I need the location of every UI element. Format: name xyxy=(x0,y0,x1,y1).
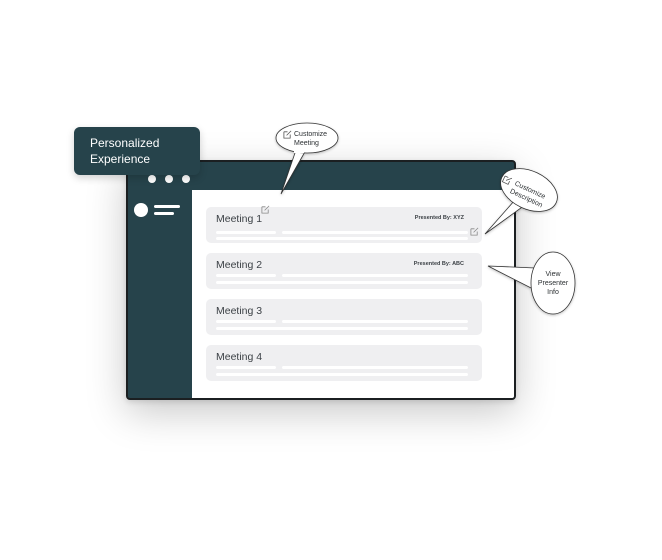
window-controls xyxy=(148,175,190,183)
app-window: Meeting 1 Presented By: XYZ Meeting 2 Pr… xyxy=(126,160,516,400)
window-dot[interactable] xyxy=(182,175,190,183)
meeting-title: Meeting 1 xyxy=(216,213,263,225)
meeting-list: Meeting 1 Presented By: XYZ Meeting 2 Pr… xyxy=(192,190,514,398)
window-dot[interactable] xyxy=(148,175,156,183)
meeting-card-1[interactable]: Meeting 1 Presented By: XYZ xyxy=(206,205,482,243)
description-line xyxy=(282,320,468,323)
callout-line: Meeting xyxy=(294,140,319,147)
sidebar-menu[interactable] xyxy=(134,203,180,217)
description-line xyxy=(282,366,468,369)
avatar xyxy=(134,203,148,217)
presenter-label[interactable]: Presented By: XYZ xyxy=(414,215,464,221)
edit-icon xyxy=(283,130,292,139)
edit-icon[interactable] xyxy=(470,227,479,236)
meeting-title: Meeting 4 xyxy=(216,351,263,363)
customize-meeting-callout xyxy=(275,122,339,195)
description-line xyxy=(216,281,468,284)
edit-icon[interactable] xyxy=(261,205,270,214)
meeting-card-4[interactable]: Meeting 4 xyxy=(206,345,482,381)
customize-description-callout xyxy=(484,168,558,235)
description-line xyxy=(216,237,468,240)
meeting-card-3[interactable]: Meeting 3 xyxy=(206,299,482,335)
presenter-label[interactable]: Presented By: ABC xyxy=(413,261,464,267)
window-dot[interactable] xyxy=(165,175,173,183)
description-line xyxy=(216,366,276,369)
callout-line: Presenter xyxy=(537,280,569,287)
description-line xyxy=(216,274,276,277)
meeting-card-2[interactable]: Meeting 2 Presented By: ABC xyxy=(206,253,482,289)
view-presenter-callout xyxy=(487,251,576,315)
badge-line: Personalized xyxy=(90,136,160,150)
description-line xyxy=(216,231,276,234)
edit-icon xyxy=(501,175,513,185)
badge-line: Experience xyxy=(90,152,151,166)
personalized-experience-badge: Personalized Experience xyxy=(74,127,200,175)
callout-line: Customize xyxy=(294,131,328,138)
description-line xyxy=(216,373,468,376)
description-line xyxy=(216,320,276,323)
meeting-title: Meeting 3 xyxy=(216,305,263,317)
menu-icon xyxy=(154,205,180,215)
customize-meeting-text: Customize Meeting xyxy=(294,130,327,148)
description-line xyxy=(216,327,468,330)
description-line xyxy=(282,231,468,234)
callout-line: View xyxy=(545,271,561,278)
description-line xyxy=(282,274,468,277)
view-presenter-text: View Presenter Info xyxy=(532,270,574,297)
meeting-title: Meeting 2 xyxy=(216,259,263,271)
callout-line: Info xyxy=(547,289,559,296)
